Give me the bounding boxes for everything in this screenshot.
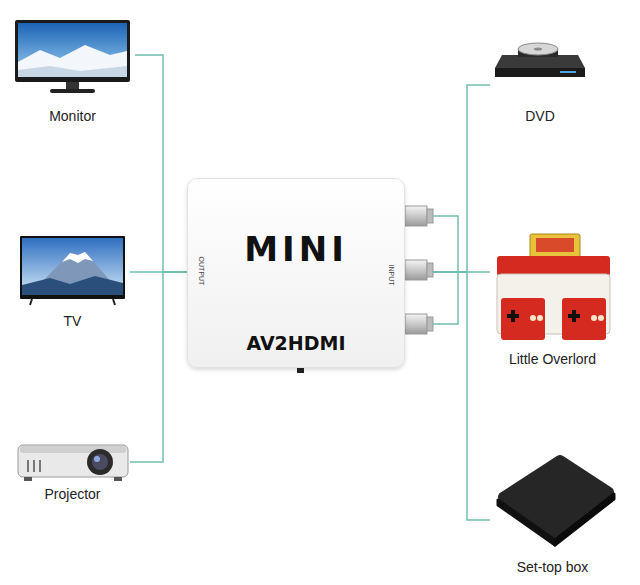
projector-vent bbox=[39, 460, 41, 472]
model-text: AV2HDMI bbox=[188, 331, 404, 355]
tv-frame bbox=[20, 236, 125, 299]
dvd-icon bbox=[495, 43, 585, 77]
connector-line bbox=[130, 272, 187, 462]
device-label: TV bbox=[15, 312, 130, 330]
console-icon bbox=[497, 234, 610, 340]
controller-dpad bbox=[572, 310, 576, 322]
settop-top bbox=[503, 460, 609, 535]
tv-screen bbox=[22, 238, 123, 295]
connector-line bbox=[135, 55, 187, 272]
rca-jack-tip bbox=[427, 209, 433, 223]
dvd-disc bbox=[518, 43, 558, 55]
converter-box: MINI AV2HDMI OUTPUT INPUT bbox=[187, 178, 405, 368]
rca-jack-tip bbox=[427, 317, 433, 331]
projector-foot bbox=[114, 477, 122, 481]
console-top bbox=[497, 256, 610, 276]
source-device: Set-top box bbox=[490, 450, 615, 578]
port-label: INPUT bbox=[387, 265, 395, 286]
monitor-screen bbox=[18, 23, 127, 77]
controller-button bbox=[598, 315, 604, 321]
settop-icon bbox=[498, 460, 614, 545]
controller bbox=[562, 298, 606, 340]
connector-line bbox=[405, 272, 490, 520]
device-label: Little Overlord bbox=[490, 350, 615, 368]
port-label: OUTPUT bbox=[197, 257, 205, 286]
screen-hills bbox=[22, 276, 123, 295]
projector-body bbox=[18, 445, 128, 477]
screen-snow bbox=[18, 45, 127, 77]
source-device: DVD bbox=[490, 35, 590, 127]
projector-lens-glass bbox=[92, 454, 108, 470]
device-label: DVD bbox=[490, 107, 590, 125]
projector-vent bbox=[27, 460, 29, 472]
tv-foot bbox=[113, 299, 115, 305]
source-device: Little Overlord bbox=[490, 232, 615, 370]
display-device: TV bbox=[15, 232, 130, 332]
rca-jack bbox=[405, 206, 427, 226]
monitor-icon bbox=[15, 20, 130, 93]
projector-foot bbox=[24, 477, 32, 481]
projector-top bbox=[20, 446, 126, 453]
dvd-disc-hole bbox=[534, 48, 542, 51]
controller-button bbox=[591, 315, 597, 321]
controller-button bbox=[530, 315, 536, 321]
settop-side bbox=[555, 494, 614, 545]
rca-jack bbox=[405, 314, 427, 334]
cartridge-label bbox=[536, 238, 574, 252]
monitor-neck bbox=[66, 82, 79, 90]
rca-jack bbox=[405, 260, 427, 280]
brand-text: MINI bbox=[188, 229, 404, 269]
controller-button bbox=[537, 315, 543, 321]
jack-bracket bbox=[433, 216, 458, 324]
tv-foot bbox=[30, 299, 32, 305]
rca-jack-tip bbox=[427, 263, 433, 277]
device-label: Monitor bbox=[10, 107, 135, 125]
controller-dpad bbox=[511, 310, 515, 322]
dvd-display bbox=[560, 71, 576, 73]
device-label: Set-top box bbox=[490, 558, 615, 576]
projector-lens bbox=[87, 449, 113, 475]
controller bbox=[501, 298, 545, 340]
display-device: Monitor bbox=[10, 15, 135, 127]
screen-snowcap bbox=[62, 252, 93, 263]
monitor-base bbox=[50, 89, 95, 93]
projector-icon bbox=[18, 445, 128, 481]
connector-line bbox=[405, 85, 490, 272]
display-device: Projector bbox=[15, 435, 130, 505]
monitor-frame bbox=[15, 20, 130, 82]
dvd-front bbox=[495, 68, 585, 77]
projector-vent bbox=[33, 460, 35, 472]
device-label: Projector bbox=[15, 485, 130, 503]
screen-ground bbox=[18, 66, 127, 77]
settop-side bbox=[498, 500, 555, 545]
projector-lens-glint bbox=[94, 456, 100, 462]
tv-icon bbox=[20, 236, 125, 305]
